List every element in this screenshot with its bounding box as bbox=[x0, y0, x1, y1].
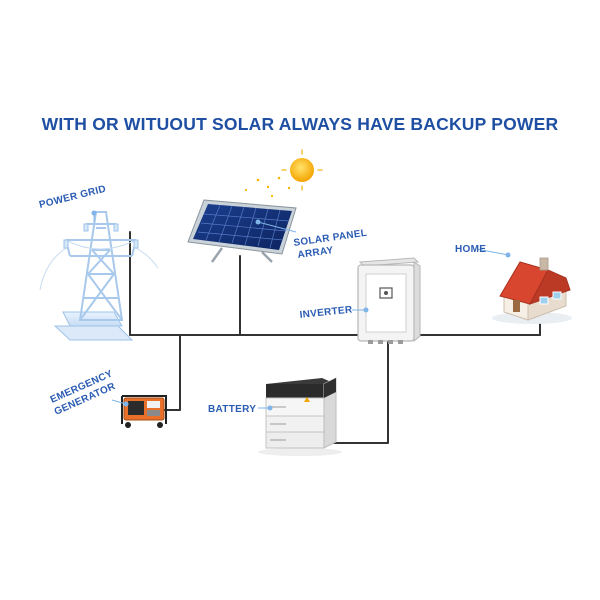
battery-icon bbox=[258, 377, 342, 456]
battery-wire bbox=[327, 334, 389, 444]
inverter-label: INVERTER bbox=[299, 304, 353, 321]
callout-lines bbox=[91, 210, 511, 411]
solar-panel-icon bbox=[187, 176, 297, 263]
inverter-icon bbox=[357, 257, 421, 344]
page-title: WITH OR WITUOUT SOLAR ALWAYS HAVE BACKUP… bbox=[41, 114, 559, 134]
home-label: HOME bbox=[455, 244, 486, 255]
sun-icon bbox=[281, 149, 323, 191]
power-grid-label: POWER GRID bbox=[38, 184, 107, 211]
power-tower-icon bbox=[39, 211, 159, 341]
generator-icon bbox=[121, 395, 167, 428]
solar-panel-label-line2: ARRAY bbox=[297, 245, 334, 261]
battery-label: BATTERY bbox=[208, 404, 256, 415]
house-icon bbox=[492, 257, 572, 324]
